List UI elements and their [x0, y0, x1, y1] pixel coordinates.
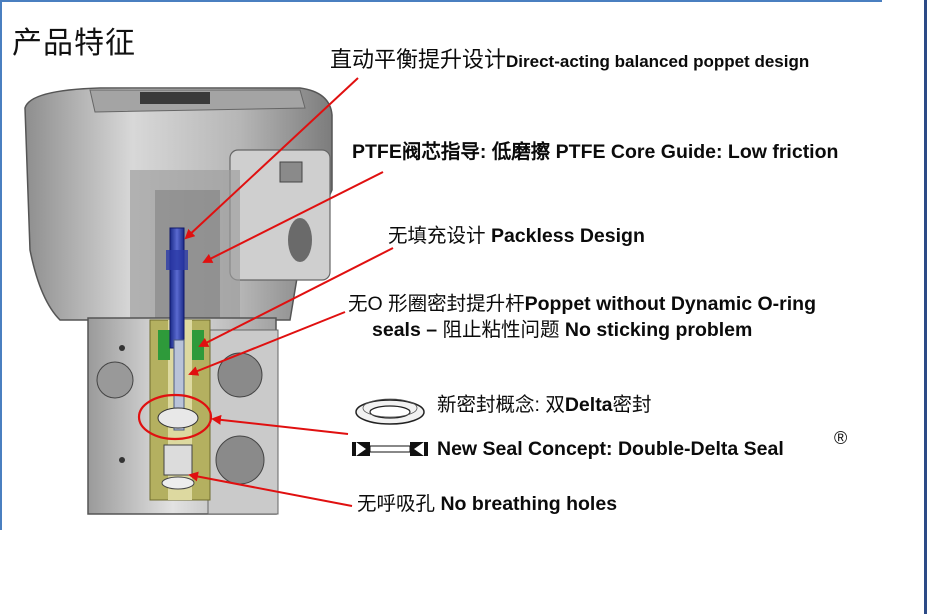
callout-oring-line2: seals – 阻止粘性问题 No sticking problem [372, 317, 752, 343]
seal-highlight-circle [137, 393, 213, 441]
callout-ptfe-en: PTFE Core Guide: Low friction [555, 141, 839, 163]
arrow-breathing [188, 471, 353, 507]
callout-seal-cn2: 密封 [612, 394, 652, 416]
arrow-ptfe-guide [202, 171, 384, 263]
callout-packless: 无填充设计 Packless Design [388, 223, 645, 249]
callout-breath-en: No breathing holes [440, 493, 618, 515]
callout-direct-acting: 直动平衡提升设计Direct-acting balanced poppet de… [330, 48, 809, 75]
callout-ptfe-guide: PTFE阀芯指导: 低磨擦 PTFE Core Guide: Low frict… [352, 139, 838, 165]
callout-oring-line1: 无O 形圈密封提升杆Poppet without Dynamic O-ring [348, 291, 816, 317]
callout-breathing: 无呼吸孔 No breathing holes [357, 491, 617, 517]
housing-side-port [288, 218, 312, 262]
right-accent-rule [924, 0, 927, 614]
callout-packless-cn: 无填充设计 [388, 225, 486, 247]
arrow-oring [188, 311, 346, 376]
housing-screw [279, 161, 303, 183]
callout-seal-en2: New Seal Concept: Double-Delta Seal [437, 438, 784, 460]
seal-disc-lower [161, 476, 195, 490]
double-delta-seal-icon [352, 398, 428, 456]
arrow-seal [211, 414, 349, 435]
port-lower [215, 435, 265, 485]
seal-disc-upper [157, 407, 199, 429]
callout-seal-en1: Delta [564, 394, 613, 416]
ptfe-core [169, 227, 185, 349]
arrow-direct-acting [184, 77, 359, 240]
bolt-1 [119, 345, 125, 351]
poppet-lower [163, 444, 193, 476]
callout-oring2-en-a: seals – [372, 319, 438, 341]
poppet-stem [173, 339, 185, 431]
port-left [96, 361, 134, 399]
core-guide [166, 250, 188, 270]
cutaway-green-right [192, 330, 204, 360]
top-accent-rule [0, 0, 882, 2]
callout-oring2-en-b: No sticking problem [564, 319, 753, 341]
callout-breath-cn: 无呼吸孔 [357, 493, 436, 515]
callout-seal-line1: 新密封概念: 双Delta密封 [437, 392, 652, 418]
cutaway-green-left [158, 330, 170, 360]
callout-oring-cn: 无O 形圈密封提升杆 [348, 293, 525, 315]
callout-seal-line2: New Seal Concept: Double-Delta Seal [437, 436, 784, 462]
callout-packless-en: Packless Design [490, 225, 645, 247]
left-accent-rule [0, 0, 2, 530]
arrow-packless [198, 247, 394, 347]
housing-top-slot [140, 92, 210, 104]
callout-oring-en: Poppet without Dynamic O-ring [524, 293, 817, 315]
callout-oring2-cn: 阻止粘性问题 [442, 319, 560, 341]
callout-ptfe-cn: PTFE阀芯指导: 低磨擦 [352, 141, 551, 163]
page-title: 产品特征 [12, 26, 136, 61]
registered-mark: ® [834, 428, 848, 448]
valve-cutaway-illustration [24, 87, 333, 515]
callout-direct-en: Direct-acting balanced poppet design [506, 52, 810, 71]
callout-seal-cn1: 新密封概念: 双 [437, 394, 565, 416]
callout-direct-cn: 直动平衡提升设计 [330, 48, 507, 73]
bolt-2 [119, 457, 125, 463]
